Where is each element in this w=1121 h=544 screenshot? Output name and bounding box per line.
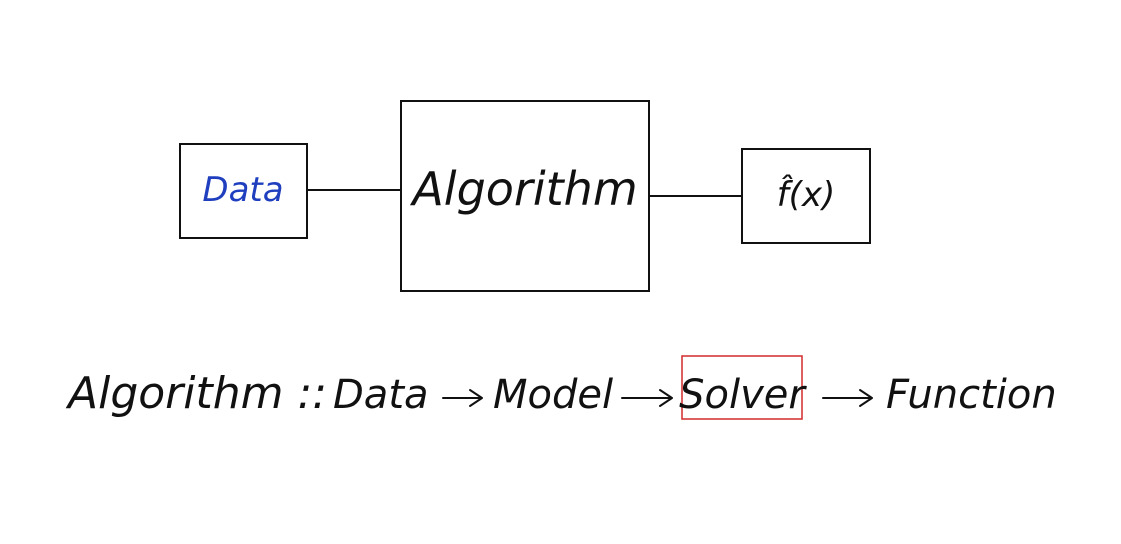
arrow-right-icon xyxy=(621,389,673,407)
data-box-label: Data xyxy=(202,170,283,210)
pipeline-step-function: Function xyxy=(886,372,1057,418)
pipeline-row: Algorithm :: Data Model Solver Function xyxy=(65,355,1057,420)
pipeline-step-solver: Solver xyxy=(679,372,807,418)
highlight-box xyxy=(681,355,803,420)
pipeline-prefix: Algorithm :: xyxy=(65,368,327,419)
algorithm-box-label: Algorithm xyxy=(409,162,637,216)
pipeline-step-data: Data xyxy=(333,372,429,418)
arrow-right-icon xyxy=(822,389,873,407)
output-box xyxy=(741,148,871,244)
pipeline-step-model: Model xyxy=(493,372,613,418)
block-diagram: Data Algorithm f̂(x) xyxy=(179,100,871,292)
arrow-right-icon xyxy=(442,389,483,407)
output-box-label: f̂(x) xyxy=(777,174,836,215)
